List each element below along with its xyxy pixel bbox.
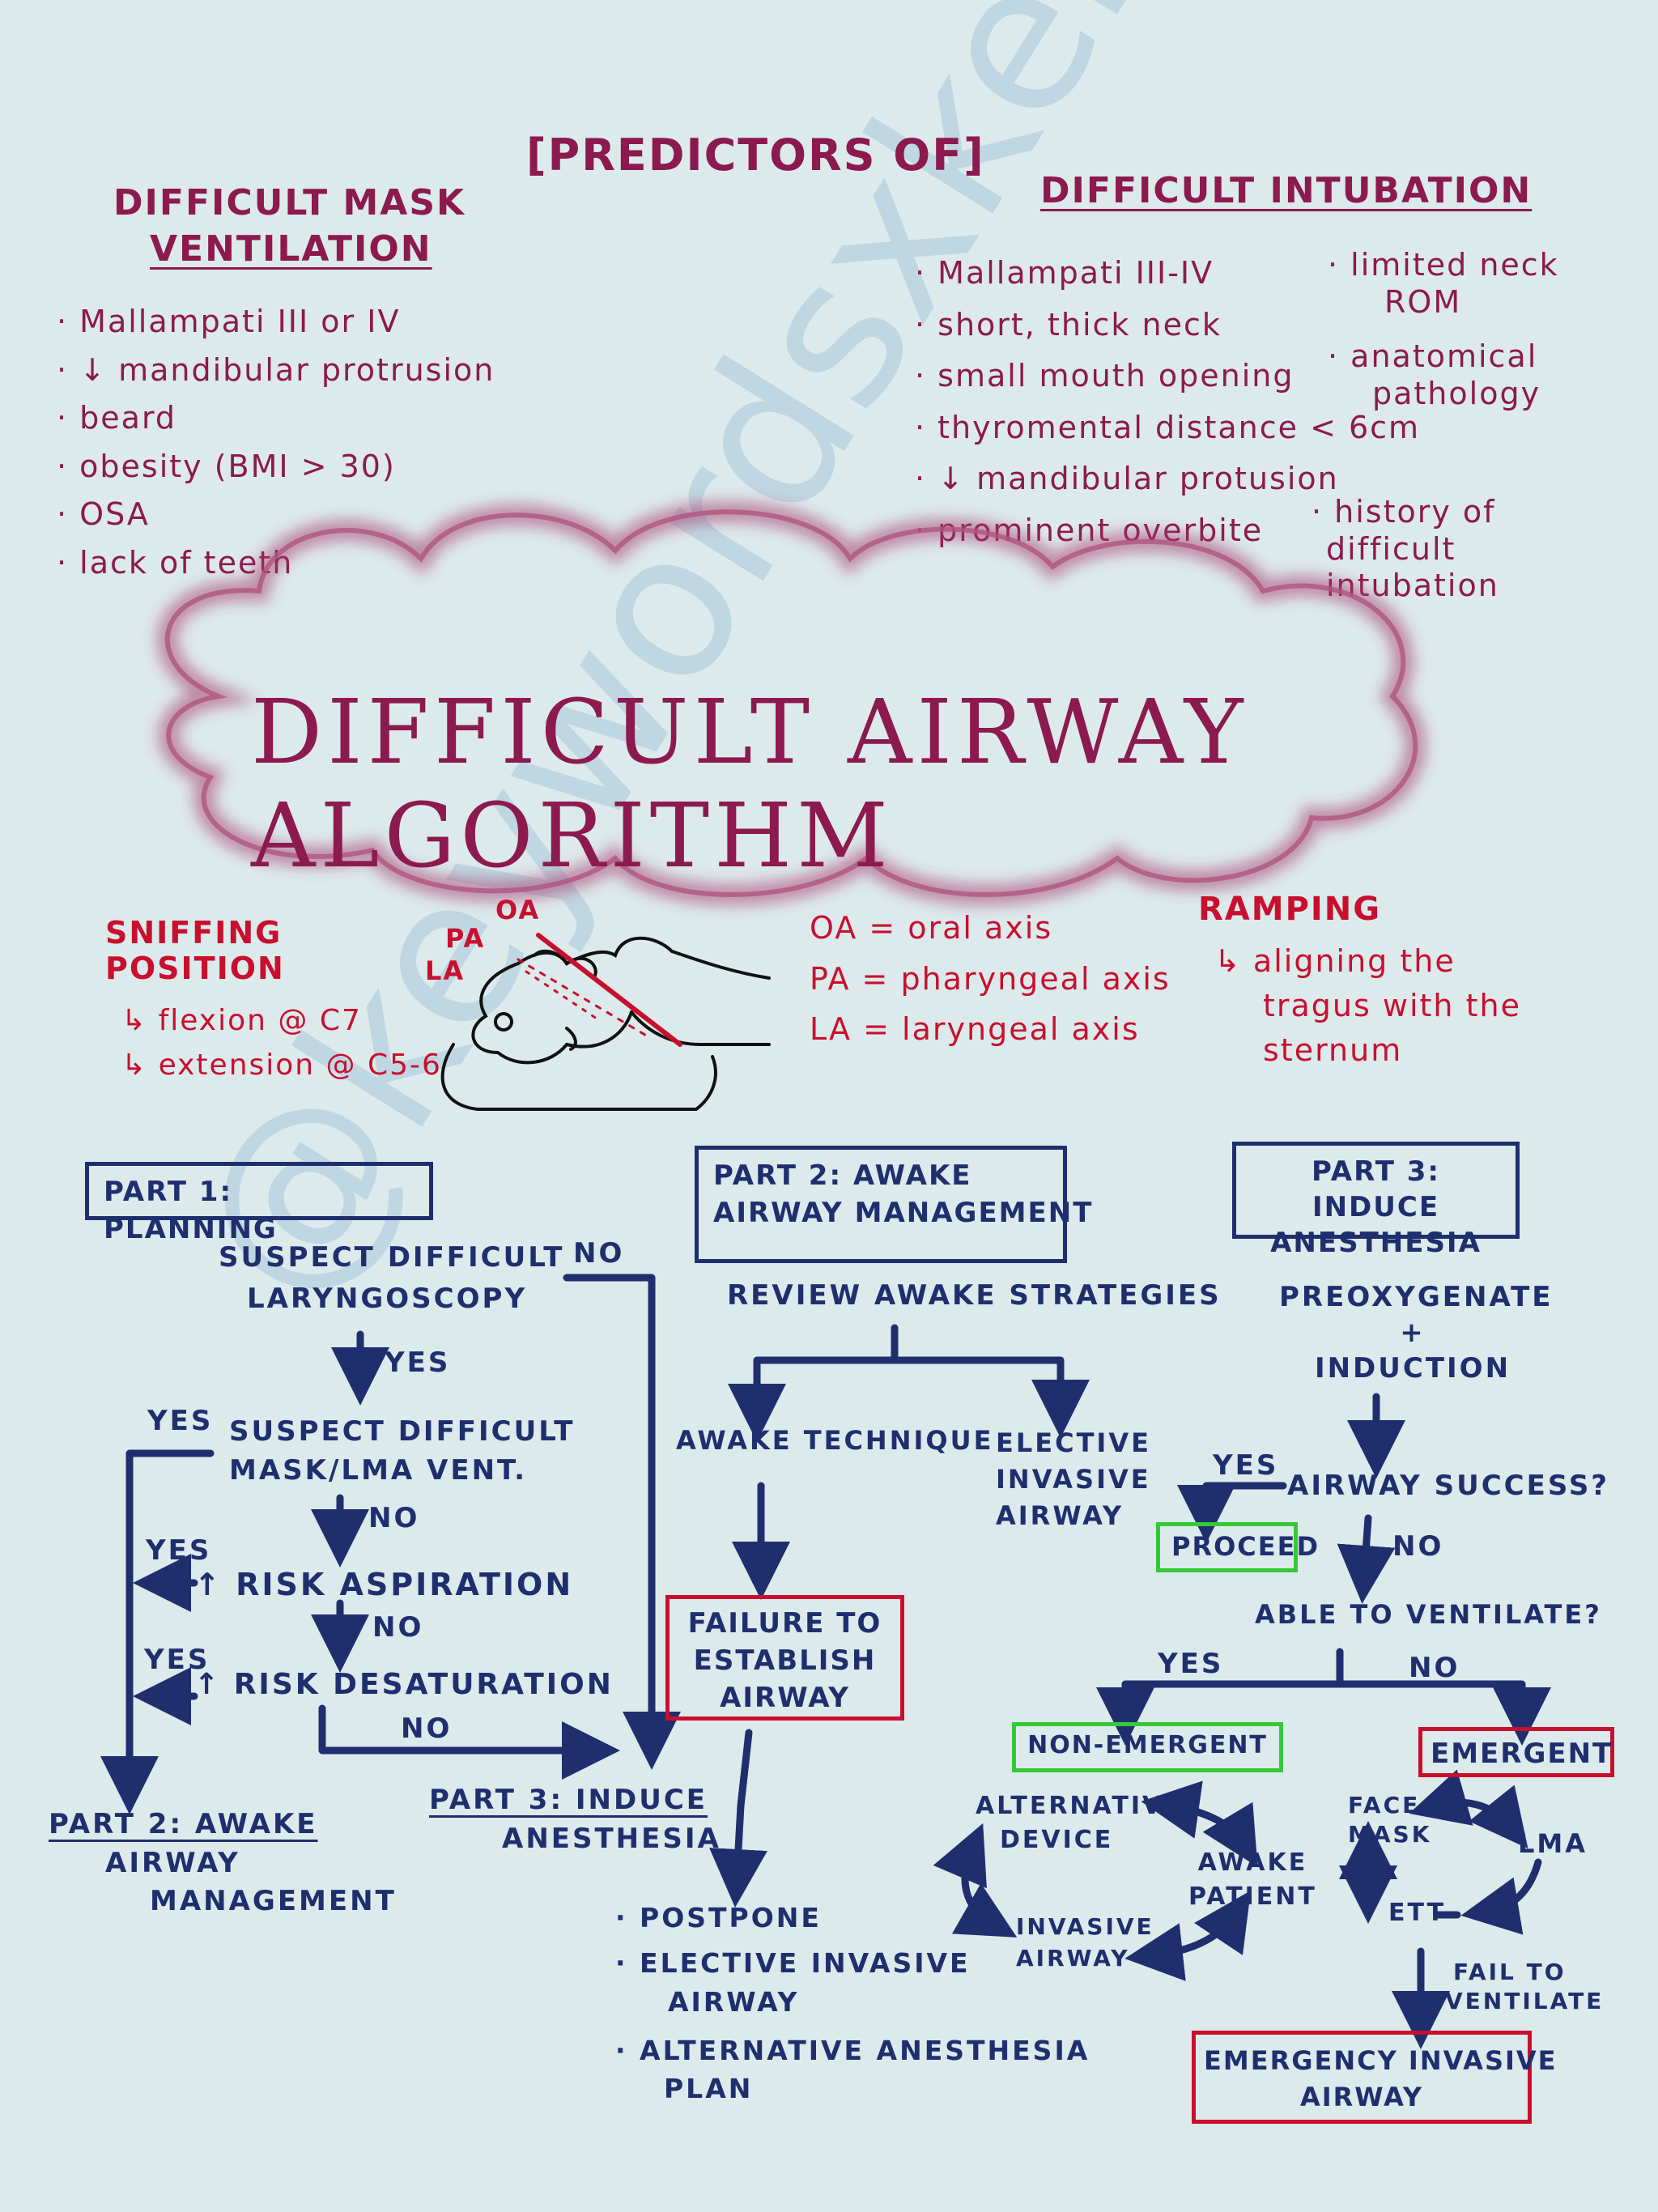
suspect-difficult-laryngoscopy: SUSPECT DIFFICULT LARYNGOSCOPY xyxy=(219,1237,564,1320)
awake-patient-line-1: AWAKE xyxy=(1188,1846,1317,1880)
proceed-box: PROCEED xyxy=(1156,1522,1298,1572)
emergency-line-2: AIRWAY xyxy=(1204,2079,1520,2116)
non-emergent-box: NON-EMERGENT xyxy=(1012,1722,1283,1772)
alternative-device: ALTERNATIVE DEVICE xyxy=(976,1789,1183,1857)
failure-line-1: FAILURE TO xyxy=(684,1606,886,1643)
suspect-dl-line-1: SUSPECT DIFFICULT xyxy=(219,1237,564,1278)
outcome-part3-line-2: ANESTHESIA xyxy=(429,1820,721,1859)
part2-title-line-1: PART 2: AWAKE xyxy=(713,1158,1048,1195)
elective-line-2: INVASIVE xyxy=(996,1461,1151,1498)
emergency-line-1: EMERGENCY INVASIVE xyxy=(1204,2043,1520,2079)
part1-title: PART 1: PLANNING xyxy=(104,1176,278,1245)
risk-aspiration: ↑ RISK ASPIRATION xyxy=(194,1567,573,1602)
able-to-ventilate-question: ABLE TO VENTILATE? xyxy=(1255,1599,1602,1630)
outcome-part2: PART 2: AWAKE AIRWAY MANAGEMENT xyxy=(49,1806,397,1921)
awake-patient: AWAKE PATIENT xyxy=(1188,1846,1317,1914)
face-mask-line-2: MASK xyxy=(1348,1820,1431,1849)
preoxygenate: PREOXYGENATE xyxy=(1279,1279,1546,1315)
risk-desaturation: ↑ RISK DESATURATION xyxy=(194,1668,614,1701)
suspect-difficult-mask: SUSPECT DIFFICULT MASK/LMA VENT. xyxy=(229,1413,575,1490)
suspect-mask-line-1: SUSPECT DIFFICULT xyxy=(229,1413,575,1452)
outcome-part3-line-1: PART 3: INDUCE xyxy=(429,1781,721,1820)
no-ventilate: NO xyxy=(1409,1652,1460,1684)
failure-line-2: ESTABLISH xyxy=(684,1643,886,1680)
invasive-airway: INVASIVE AIRWAY xyxy=(1016,1911,1154,1974)
outcome-part3: PART 3: INDUCE ANESTHESIA xyxy=(429,1781,721,1858)
awake-patient-line-2: PATIENT xyxy=(1188,1880,1317,1914)
awake-technique: AWAKE TECHNIQUE xyxy=(676,1425,993,1456)
emergent: EMERGENT xyxy=(1431,1738,1613,1770)
part2-title-box: PART 2: AWAKE AIRWAY MANAGEMENT xyxy=(695,1146,1067,1263)
option-alt-plan-2: PLAN xyxy=(615,2069,1090,2108)
ett: ETT xyxy=(1388,1899,1446,1927)
outcome-part2-line-3: MANAGEMENT xyxy=(49,1882,397,1921)
yes-success: YES xyxy=(1213,1449,1278,1482)
emergency-invasive-airway-box: EMERGENCY INVASIVE AIRWAY xyxy=(1192,2031,1532,2124)
suspect-dl-line-2: LARYNGOSCOPY xyxy=(219,1278,564,1320)
yes-label: YES xyxy=(385,1346,450,1379)
fail-vent-line-2: VENTILATE xyxy=(1445,1987,1604,2016)
yes-ventilate: YES xyxy=(1158,1648,1223,1680)
emergent-box: EMERGENT xyxy=(1418,1727,1614,1777)
alt-device-line-1: ALTERNATIVE xyxy=(976,1789,1183,1823)
airway-success-question: AIRWAY SUCCESS? xyxy=(1287,1470,1609,1502)
no-success: NO xyxy=(1392,1530,1443,1563)
suspect-mask-line-2: MASK/LMA VENT. xyxy=(229,1452,575,1491)
invasive-line-1: INVASIVE xyxy=(1016,1911,1154,1942)
no-label-4: NO xyxy=(401,1712,452,1745)
invasive-line-2: AIRWAY xyxy=(1016,1942,1154,1974)
induction: INDUCTION xyxy=(1279,1351,1546,1386)
no-label-3: NO xyxy=(372,1611,423,1644)
elective-invasive-airway: ELECTIVE INVASIVE AIRWAY xyxy=(996,1425,1151,1534)
yes-label-left: YES xyxy=(147,1405,213,1437)
part2-title-line-2: AIRWAY MANAGEMENT xyxy=(713,1195,1048,1232)
fail-vent-line-1: FAIL TO xyxy=(1445,1958,1604,1987)
review-awake-strategies: REVIEW AWAKE STRATEGIES xyxy=(727,1279,1222,1312)
lma: LMA xyxy=(1518,1828,1588,1859)
part3-title-box: PART 3: INDUCE ANESTHESIA xyxy=(1232,1142,1520,1239)
plus-sign: + xyxy=(1279,1315,1546,1351)
proceed: PROCEED xyxy=(1171,1531,1320,1562)
option-alt-plan-1: · ALTERNATIVE ANESTHESIA xyxy=(615,2031,1090,2070)
part1-title-box: PART 1: PLANNING xyxy=(85,1162,433,1220)
alt-device-line-2: DEVICE xyxy=(976,1823,1183,1857)
elective-line-1: ELECTIVE xyxy=(996,1425,1151,1461)
preoxygenate-induction: PREOXYGENATE + INDUCTION xyxy=(1279,1279,1546,1387)
failure-line-3: AIRWAY xyxy=(684,1680,886,1717)
fail-to-ventilate: FAIL TO VENTILATE xyxy=(1445,1958,1604,2017)
yes-aspiration: YES xyxy=(146,1534,211,1567)
part3-title-line-2: ANESTHESIA xyxy=(1251,1225,1501,1261)
outcome-part2-line-2: AIRWAY xyxy=(49,1844,397,1883)
failure-establish-airway-box: FAILURE TO ESTABLISH AIRWAY xyxy=(665,1595,904,1721)
face-mask-line-1: FACE xyxy=(1348,1791,1431,1820)
face-mask: FACE MASK xyxy=(1348,1791,1431,1850)
outcome-part2-line-1: PART 2: AWAKE xyxy=(49,1806,397,1844)
non-emergent: NON-EMERGENT xyxy=(1027,1731,1268,1759)
elective-line-3: AIRWAY xyxy=(996,1498,1151,1534)
option-elective-invasive-2: AIRWAY xyxy=(615,1983,1090,2022)
part3-title-line-1: PART 3: INDUCE xyxy=(1251,1154,1501,1225)
no-label-top: NO xyxy=(573,1237,624,1270)
no-label-2: NO xyxy=(368,1502,419,1534)
